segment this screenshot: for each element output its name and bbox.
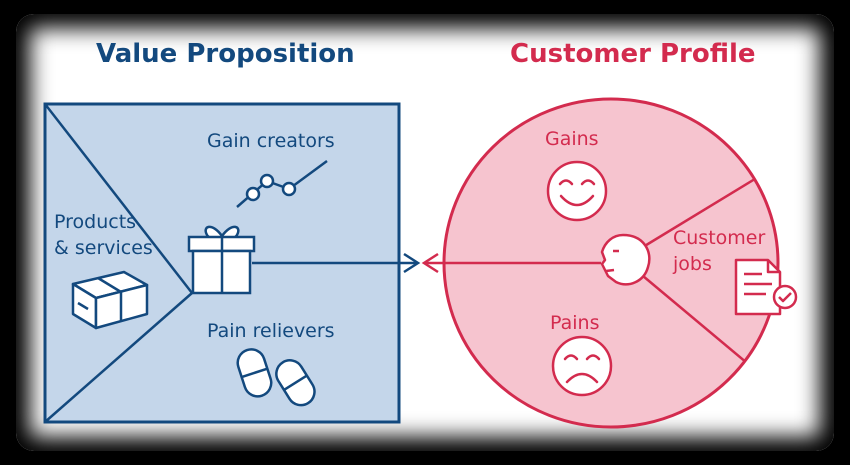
- document-check-icon: [734, 258, 798, 316]
- smile-icon: [546, 160, 608, 222]
- products-label-line1: Products: [54, 211, 136, 233]
- frown-icon: [551, 335, 613, 397]
- products-label-line2: & services: [54, 237, 153, 259]
- box-icon: [71, 270, 149, 330]
- value-proposition-title: Value Proposition: [96, 39, 355, 69]
- pills-icon: [236, 348, 316, 407]
- canvas-diagram: Gain creators Products & services Pain r…: [43, 97, 798, 429]
- face-icon: [600, 233, 651, 286]
- gift-icon: [187, 225, 256, 295]
- gain-creators-label: Gain creators: [207, 130, 335, 152]
- pains-label: Pains: [550, 312, 599, 334]
- arrow-to-customer: [252, 252, 421, 274]
- diagram-canvas: Value Proposition Customer Profile: [16, 14, 834, 451]
- gains-label: Gains: [545, 128, 599, 150]
- customer-profile-title: Customer Profile: [510, 39, 756, 69]
- line-chart-icon: [236, 159, 328, 208]
- pain-relievers-label: Pain relievers: [207, 320, 335, 342]
- arrow-to-value: [421, 252, 601, 274]
- customer-jobs-label-line1: Customer: [673, 227, 765, 249]
- customer-jobs-label-line2: jobs: [672, 253, 712, 275]
